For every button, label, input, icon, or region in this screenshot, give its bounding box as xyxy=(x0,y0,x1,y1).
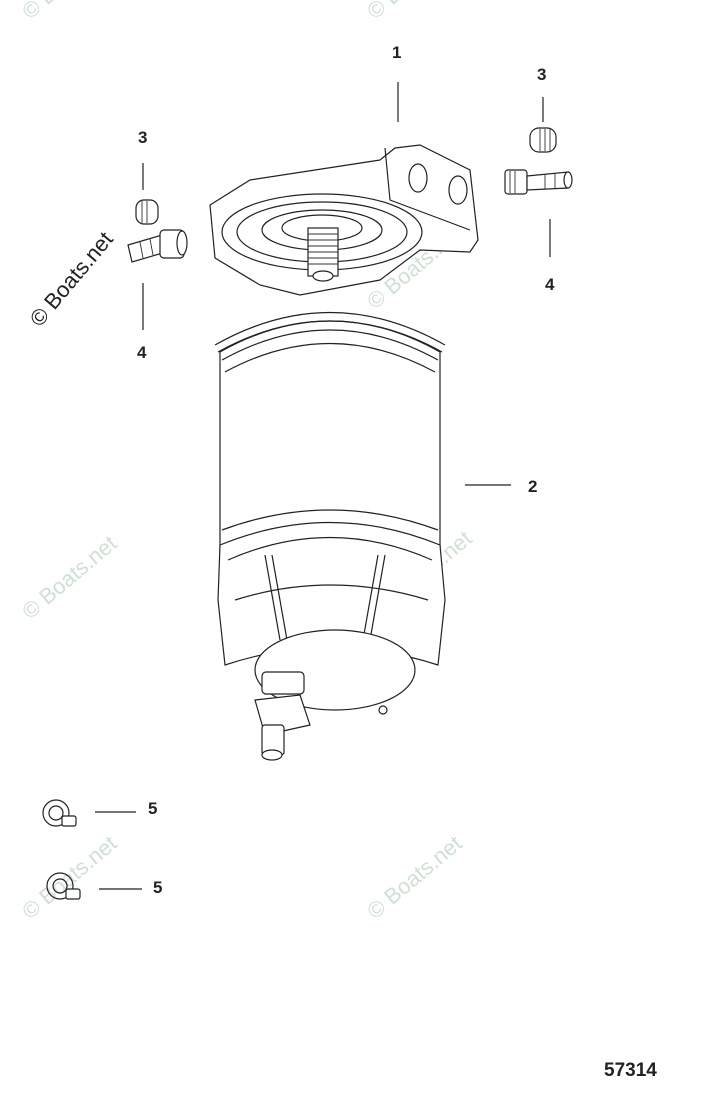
fitting-right[interactable] xyxy=(504,169,573,195)
watermark: © Boats.net xyxy=(362,0,466,24)
filter-head[interactable] xyxy=(209,144,479,296)
watermark: © Boats.net xyxy=(362,831,466,924)
filter-element[interactable] xyxy=(214,311,446,761)
hose-clamp-1[interactable] xyxy=(42,799,77,827)
watermark: © Boats.net xyxy=(17,531,121,624)
callout-3-left[interactable]: 3 xyxy=(138,128,147,147)
leader-lines xyxy=(95,82,551,890)
callout-5-second[interactable]: 5 xyxy=(153,878,162,897)
callout-5-first[interactable]: 5 xyxy=(148,799,157,818)
watermark: © Boats.net xyxy=(17,0,121,24)
plug-left[interactable] xyxy=(135,199,159,225)
callout-4-left[interactable]: 4 xyxy=(137,343,147,362)
callout-4-right[interactable]: 4 xyxy=(545,275,555,294)
watermark-dark: © Boats.net xyxy=(25,227,118,331)
callout-3-right[interactable]: 3 xyxy=(537,65,546,84)
callout-1[interactable]: 1 xyxy=(392,43,401,62)
plug-right[interactable] xyxy=(529,127,557,153)
hose-clamp-2[interactable] xyxy=(46,872,81,900)
diagram-number: 57314 xyxy=(604,1060,657,1081)
fitting-left[interactable] xyxy=(127,229,188,263)
callout-2[interactable]: 2 xyxy=(528,477,537,496)
